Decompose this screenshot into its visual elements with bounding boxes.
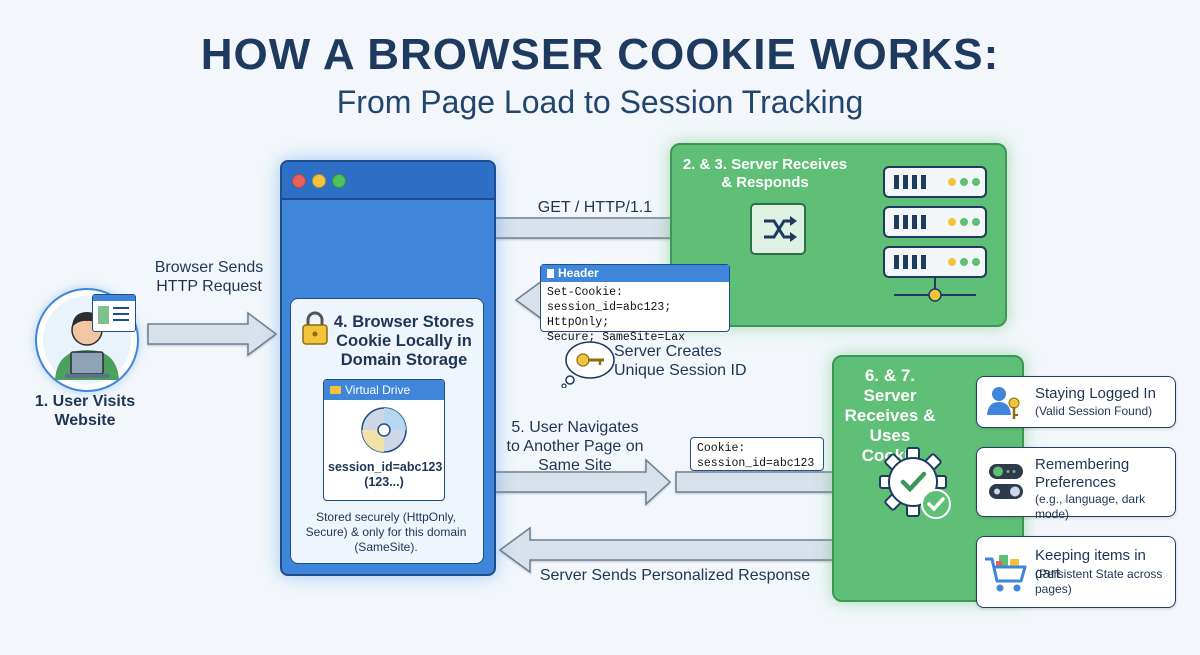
- card-preferences: Remembering Preferences (e.g., language,…: [976, 447, 1176, 521]
- folder-icon: [330, 386, 341, 394]
- drive-value: session_id=abc123 (123...): [328, 460, 443, 489]
- uses-title: 6. & 7. Server Receives & Uses Cookie: [844, 366, 936, 465]
- card-logged-in: Staying Logged In (Valid Session Found): [976, 376, 1176, 428]
- virtual-drive: Virtual Drive session_id=abc123 (123...): [323, 379, 445, 501]
- step4-title: 4. Browser Stores Cookie Locally in Doma…: [333, 313, 475, 369]
- shopping-cart-icon: [985, 555, 1027, 592]
- arrow-navigate: [493, 458, 672, 506]
- card-sub: (e.g., language, dark mode): [1035, 492, 1146, 521]
- card-title: Staying Logged In: [1035, 385, 1156, 402]
- cookie-box: Cookie: session_id=abc123: [690, 437, 824, 471]
- server-rack-icon: [883, 166, 987, 302]
- browser-title-bar: [282, 162, 494, 200]
- card-cart: Keeping items in cart (Persistent State …: [976, 536, 1176, 608]
- session-note: Server Creates Unique Session ID: [614, 343, 747, 379]
- storage-note: Stored securely (HttpOnly, Secure) & onl…: [305, 510, 467, 554]
- shuffle-icon: [764, 216, 797, 242]
- header-box: Header Set-Cookie: session_id=abc123; Ht…: [540, 264, 730, 344]
- toggle-switches-icon: [989, 464, 1023, 499]
- page-title: HOW A BROWSER COOKIE WORKS:: [200, 30, 1000, 79]
- arrow-request: [147, 311, 278, 357]
- response-label: Server Sends Personalized Response: [539, 567, 811, 584]
- request-label: Browser Sends HTTP Request: [154, 259, 264, 295]
- document-icon: [547, 269, 554, 278]
- user-key-icon: [987, 387, 1020, 419]
- card-title: Keeping items in cart: [1035, 547, 1146, 582]
- card-sub: (Persistent State across pages): [1035, 567, 1163, 596]
- drive-header-label: Virtual Drive: [345, 383, 411, 397]
- header-box-title-bar: Header: [541, 265, 729, 282]
- user-laptop-icon: [43, 296, 131, 384]
- get-label: GET / HTTP/1.1: [537, 199, 653, 216]
- maximize-dot: [332, 174, 346, 188]
- cookie-line: Cookie:: [697, 442, 746, 455]
- user-label: 1. User Visits Website: [34, 393, 136, 429]
- gear-check-icon: [879, 447, 951, 519]
- header-line: Set-Cookie:: [547, 286, 623, 299]
- lock-icon: [302, 311, 328, 345]
- close-dot: [292, 174, 306, 188]
- arrow-personalized-response: [498, 526, 839, 574]
- header-line: Secure; SameSite=Lax: [547, 331, 686, 344]
- user-avatar: [35, 288, 139, 392]
- webpage-icon: [92, 294, 136, 332]
- minimize-dot: [312, 174, 326, 188]
- drive-header: Virtual Drive: [324, 380, 444, 400]
- card-sub: (Valid Session Found): [1035, 404, 1153, 418]
- router-switch: [750, 203, 806, 255]
- disc-icon: [361, 407, 407, 453]
- navigate-label: 5. User Navigates to Another Page on Sam…: [506, 419, 644, 474]
- page-subtitle: From Page Load to Session Tracking: [336, 84, 864, 120]
- thought-key-icon: [561, 341, 615, 388]
- cookie-line: session_id=abc123: [697, 457, 815, 470]
- card-title: Remembering Preferences: [1035, 456, 1130, 491]
- header-box-title: Header: [558, 266, 599, 280]
- server-title: 2. & 3. Server Receives & Responds: [682, 156, 848, 191]
- header-line: session_id=abc123; HttpOnly;: [547, 301, 672, 329]
